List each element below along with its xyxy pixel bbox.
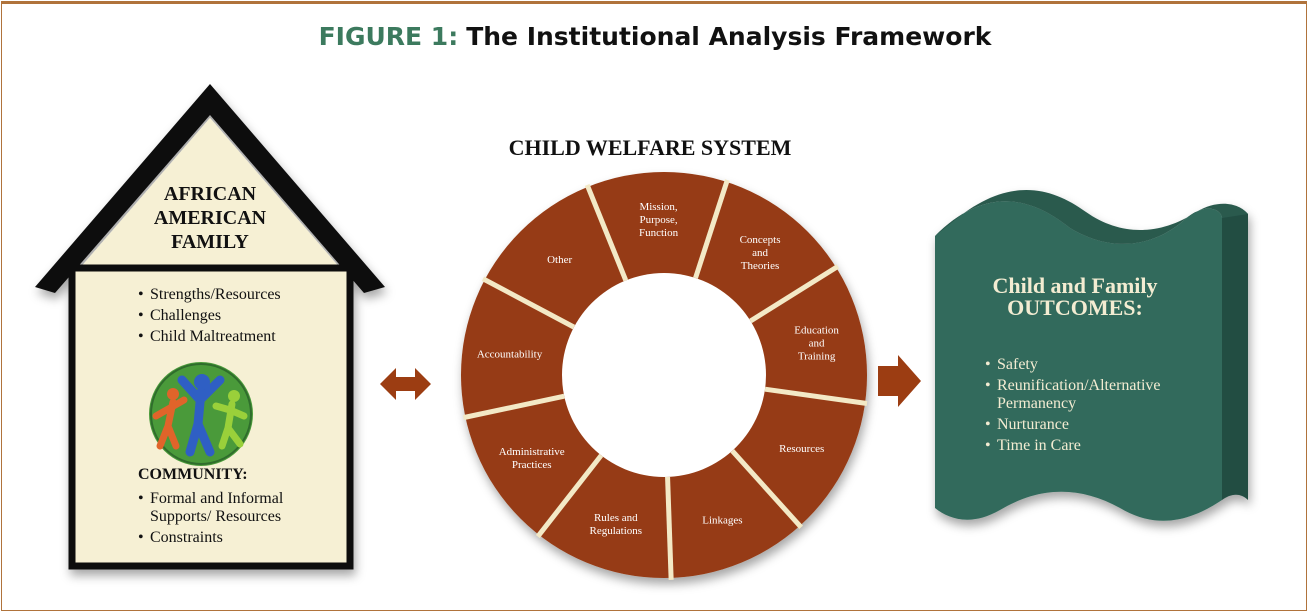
wheel-segment-line: and: [752, 247, 768, 259]
wheel-divider: [730, 449, 804, 530]
outcome-bullet: Safety: [985, 356, 1205, 374]
system-title: CHILD WELFARE SYSTEM: [508, 135, 792, 160]
outcome-bullet: Nurturance: [985, 416, 1205, 434]
outcome-bullet: Reunification/Alternative Permanency: [985, 377, 1205, 413]
wheel-divider: [764, 386, 868, 407]
wheel-segment-line: Mission,: [639, 201, 677, 213]
community-bullet: Formal and Informal Supports/ Resources: [138, 490, 338, 526]
wheel-segment-line: Other: [547, 254, 572, 266]
figure-title-text: The Institutional Analysis Framework: [466, 22, 992, 51]
wheel-segment-line: Linkages: [702, 515, 742, 527]
wheel-segment-line: Education: [794, 325, 839, 337]
wheel-segment-accountability: Accountability: [477, 348, 543, 360]
outcome-bullet: Time in Care: [985, 437, 1205, 455]
family-title: AFRICAN AMERICAN FAMILY: [100, 182, 320, 254]
community-label: COMMUNITY:: [138, 466, 248, 483]
community-bullet-list: Formal and Informal Supports/ Resources …: [138, 490, 338, 550]
wheel-segment-line: Theories: [741, 260, 779, 272]
family-bullet: Child Maltreatment: [138, 326, 281, 347]
community-bullet: Constraints: [138, 529, 338, 547]
wheel-segment-line: Function: [639, 227, 679, 239]
outcomes-title-line: Child and Family: [992, 273, 1158, 298]
family-bullet: Strengths/Resources: [138, 284, 281, 305]
outcomes-bullet-list: Safety Reunification/Alternative Permane…: [985, 356, 1205, 458]
wheel-segment-mission: Mission,Purpose,Function: [639, 201, 679, 239]
family-title-line: AFRICAN: [163, 183, 257, 205]
family-title-line: AMERICAN: [153, 207, 267, 229]
family-title-line: FAMILY: [171, 231, 249, 253]
wheel-segment-line: Purpose,: [639, 214, 677, 226]
wheel-segment-line: Administrative: [499, 446, 565, 458]
family-bullet: Challenges: [138, 305, 281, 326]
outcomes-title: Child and Family OUTCOMES:: [955, 275, 1195, 319]
welfare-wheel: [461, 172, 867, 578]
wheel-segment-line: Resources: [779, 443, 824, 455]
wheel-segment-line: Practices: [512, 459, 552, 471]
wheel-divider: [462, 393, 565, 421]
figure-label: FIGURE 1:: [318, 22, 459, 51]
wheel-divider: [665, 476, 674, 580]
outcomes-title-line: OUTCOMES:: [1007, 295, 1143, 320]
wheel-segment-line: Training: [798, 351, 836, 363]
double-arrow-icon: [380, 368, 431, 400]
wheel-segment-linkages: Linkages: [702, 515, 742, 527]
wheel-dividers: [462, 179, 868, 580]
wheel-segment-line: Regulations: [590, 525, 643, 537]
wheel-segment-line: Accountability: [477, 348, 543, 360]
wheel-segment-line: Rules and: [594, 512, 638, 524]
wheel-divider: [693, 179, 730, 279]
wheel-segment-other: Other: [547, 254, 572, 266]
wheel-divider: [481, 276, 576, 330]
wheel-divider: [749, 264, 840, 324]
family-bullet-list: Strengths/Resources Challenges Child Mal…: [138, 284, 281, 347]
community-people-icon: [149, 362, 253, 466]
wheel-divider: [535, 453, 604, 539]
wheel-segment-line: and: [809, 338, 825, 350]
wheel-segment-line: Concepts: [740, 234, 781, 246]
wheel-segment-resources: Resources: [779, 443, 824, 455]
right-arrow-icon: [878, 355, 921, 407]
wheel-divider: [584, 183, 629, 282]
figure-title: FIGURE 1:The Institutional Analysis Fram…: [0, 22, 1310, 51]
